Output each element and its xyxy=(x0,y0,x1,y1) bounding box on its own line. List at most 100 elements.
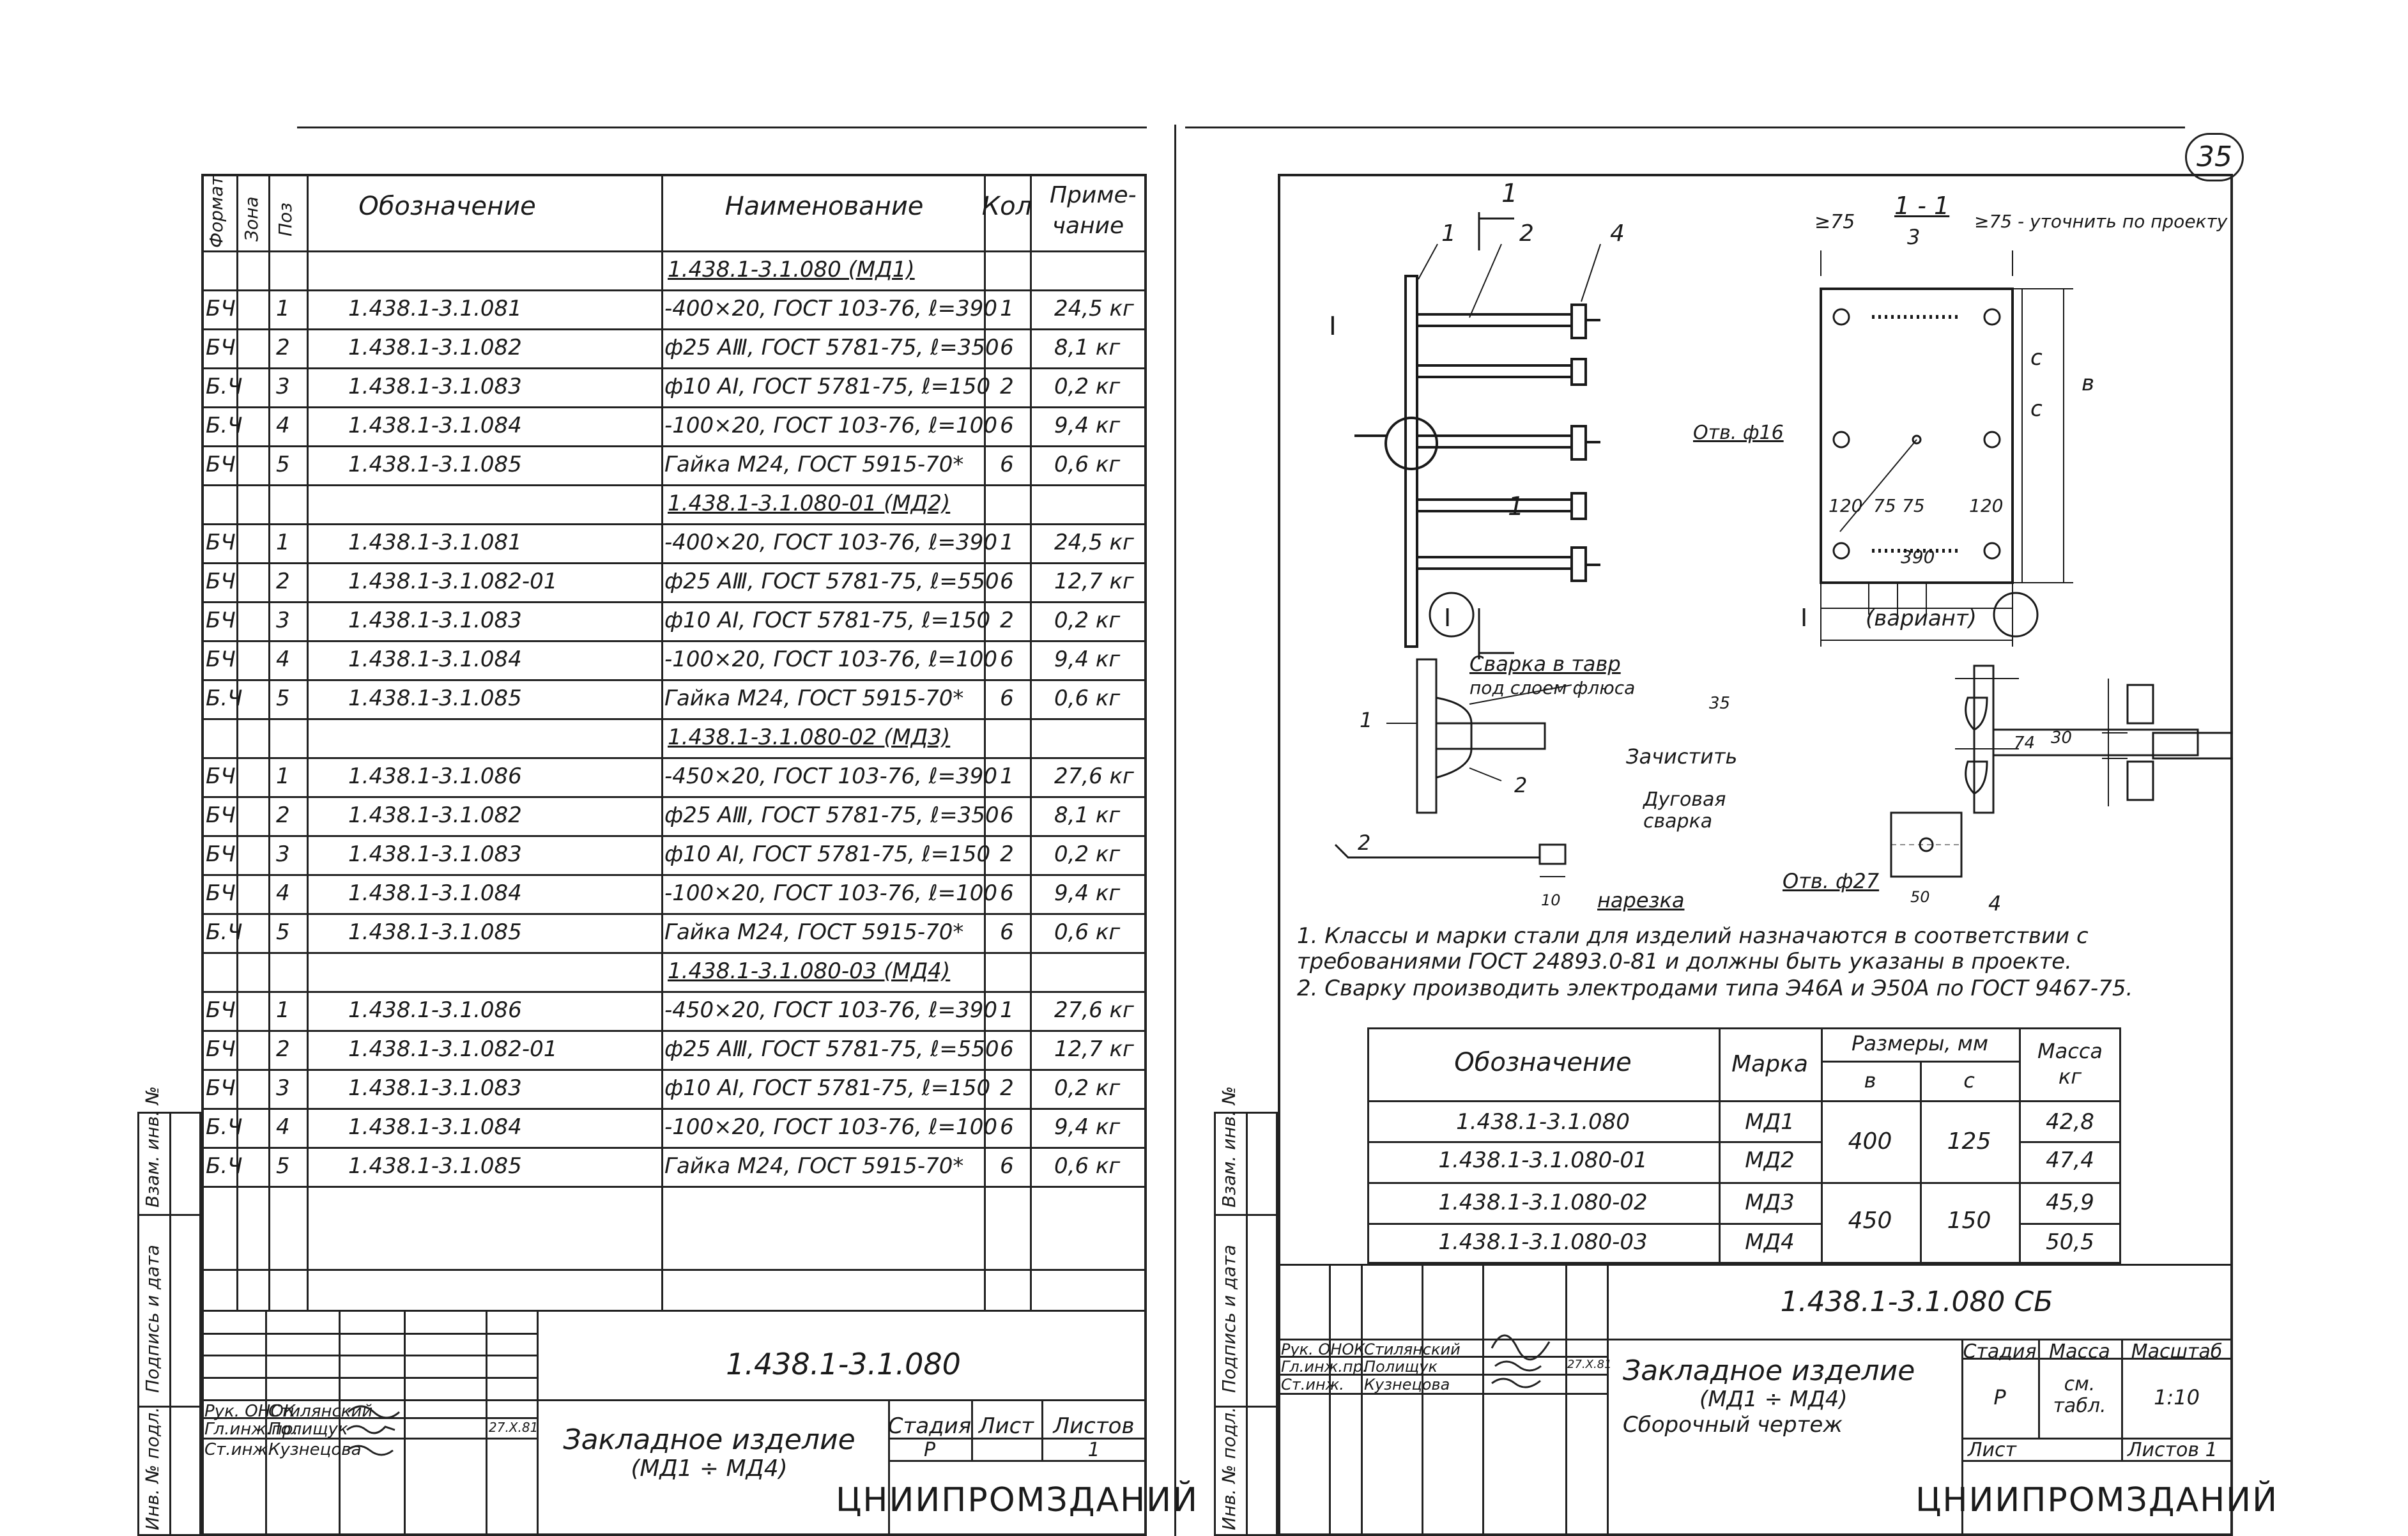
cell-name: ф10 AI, ГОСТ 5781-75, ℓ=150 xyxy=(664,841,991,867)
mt-rule xyxy=(1719,1223,1821,1225)
row-rule xyxy=(201,562,1147,564)
cell-qty: 1 xyxy=(1000,530,1014,555)
mt-row-des: 1.438.1-3.1.080-01 xyxy=(1438,1148,1648,1173)
group-title-row: 1.438.1-3.1.080-01 (МД2) xyxy=(203,484,1144,523)
rtb-vline xyxy=(1329,1264,1331,1536)
side-label-sign: Подпись и дата xyxy=(142,1245,163,1393)
row-rule xyxy=(201,1269,1147,1271)
header-name: Наименование xyxy=(725,192,924,221)
spec-frame xyxy=(201,174,1147,1536)
name-2: Полищук xyxy=(268,1420,348,1439)
variant-label: (вариант) xyxy=(1866,606,1977,631)
cell-fmt: БЧ xyxy=(206,569,236,594)
tb-vline xyxy=(537,1310,539,1536)
pos-2-detail: 2 xyxy=(1514,773,1528,797)
row-rule xyxy=(201,1147,1147,1149)
tb-rule xyxy=(201,1438,537,1440)
cell-pos: 4 xyxy=(276,1114,290,1140)
cell-name: ф10 AI, ГОСТ 5781-75, ℓ=150 xyxy=(664,374,991,399)
note-2: 2. Сварку производить электродами типа Э… xyxy=(1297,976,2133,1001)
cell-note: 0,6 кг xyxy=(1054,686,1121,711)
tb-vline xyxy=(339,1310,341,1536)
cell-des: 1.438.1-3.1.082-01 xyxy=(348,1036,558,1062)
signatures xyxy=(346,1405,401,1456)
row-rule xyxy=(201,1069,1147,1071)
cell-note: 0,6 кг xyxy=(1054,452,1121,477)
cell-qty: 6 xyxy=(1000,919,1014,945)
dim-10: 10 xyxy=(1541,891,1561,909)
cell-pos: 3 xyxy=(276,1075,290,1101)
pos-1-detail: 1 xyxy=(1360,708,1373,732)
cell-fmt: БЧ xyxy=(206,296,236,321)
cell-des: 1.438.1-3.1.084 xyxy=(348,1114,522,1140)
cell-des: 1.438.1-3.1.086 xyxy=(348,997,522,1023)
strip-rule xyxy=(137,1214,201,1216)
cell-des: 1.438.1-3.1.081 xyxy=(348,296,522,321)
r-name-1: Стилянский xyxy=(1364,1340,1461,1358)
assembly-drawing xyxy=(1334,212,2233,878)
cell-des: 1.438.1-3.1.084 xyxy=(348,880,522,906)
thread-label: нарезка xyxy=(1597,888,1685,912)
cell-des: 1.438.1-3.1.084 xyxy=(348,413,522,438)
r-sheet-label: Лист xyxy=(1968,1439,2017,1461)
mt-row-des: 1.438.1-3.1.080-03 xyxy=(1438,1229,1648,1255)
cell-des: 1.438.1-3.1.086 xyxy=(348,764,522,789)
group-title-row: 1.438.1-3.1.080 (МД1) xyxy=(203,250,1144,289)
cell-qty: 1 xyxy=(1000,764,1014,789)
sheet-label: Лист xyxy=(978,1413,1034,1439)
row-rule xyxy=(201,1186,1147,1188)
r-role-2: Гл.инж.пр. xyxy=(1281,1358,1368,1376)
section-title: 1 - 1 xyxy=(1894,192,1950,220)
mt-row-mass: 45,9 xyxy=(2046,1190,2094,1215)
row-rule xyxy=(201,679,1147,681)
r-sign-date: 27.Х.81 xyxy=(1567,1358,1612,1371)
cell-des: 1.438.1-3.1.085 xyxy=(348,686,522,711)
cell-note: 24,5 кг xyxy=(1054,530,1134,555)
pos-4-plate: 4 xyxy=(1988,891,2002,916)
left-subtitle: (МД1 ÷ МД4) xyxy=(631,1455,788,1482)
row-rule xyxy=(201,718,1147,720)
row-rule xyxy=(201,328,1147,330)
group-title: 1.438.1-3.1.080-02 (МД3) xyxy=(668,725,951,750)
cell-fmt: Б.Ч xyxy=(206,686,243,711)
pos-3-label: 3 xyxy=(1907,225,1921,249)
cell-des: 1.438.1-3.1.083 xyxy=(348,841,522,867)
mt-header-designation: Обозначение xyxy=(1454,1048,1632,1077)
group-title-row: 1.438.1-3.1.080-03 (МД4) xyxy=(203,952,1144,990)
r-name-3: Кузнецова xyxy=(1364,1376,1450,1394)
cell-fmt: БЧ xyxy=(206,1036,236,1062)
mt-row-des: 1.438.1-3.1.080-02 xyxy=(1438,1190,1648,1215)
cell-name: -450×20, ГОСТ 103-76, ℓ=390 xyxy=(664,764,998,789)
tb-rule xyxy=(201,1333,537,1335)
cell-note: 0,2 кг xyxy=(1054,841,1121,867)
header-designation: Обозначение xyxy=(358,192,536,221)
header-rule xyxy=(201,250,1147,252)
cell-pos: 4 xyxy=(276,880,290,906)
dim-75-a: 75 xyxy=(1873,495,1896,516)
mt-row-mark: МД4 xyxy=(1745,1229,1795,1255)
r-scale-value: 1:10 xyxy=(2154,1385,2200,1409)
cell-note: 27,6 кг xyxy=(1054,997,1134,1023)
cell-des: 1.438.1-3.1.082 xyxy=(348,803,522,828)
dim-120-right: 120 xyxy=(1969,495,2004,516)
group-title: 1.438.1-3.1.080 (МД1) xyxy=(668,257,915,282)
ge75-label: ≥75 xyxy=(1814,211,1855,233)
strip-rule xyxy=(1214,1406,1278,1408)
cell-pos: 2 xyxy=(276,803,290,828)
weld-tee-label: Сварка в тавр xyxy=(1469,652,1621,676)
r-doc-type: Сборочный чертеж xyxy=(1623,1412,1843,1438)
row-rule xyxy=(201,1030,1147,1032)
strip-line xyxy=(1246,1112,1248,1536)
mt-rule xyxy=(1367,1223,1719,1225)
cell-name: ф10 AI, ГОСТ 5781-75, ℓ=150 xyxy=(664,608,991,633)
row-rule xyxy=(201,1108,1147,1110)
cell-note: 9,4 кг xyxy=(1054,880,1121,906)
rtb-vline xyxy=(1565,1264,1567,1536)
rtb-vline xyxy=(2121,1339,2123,1460)
mt-row-b: 450 xyxy=(1848,1208,1892,1234)
